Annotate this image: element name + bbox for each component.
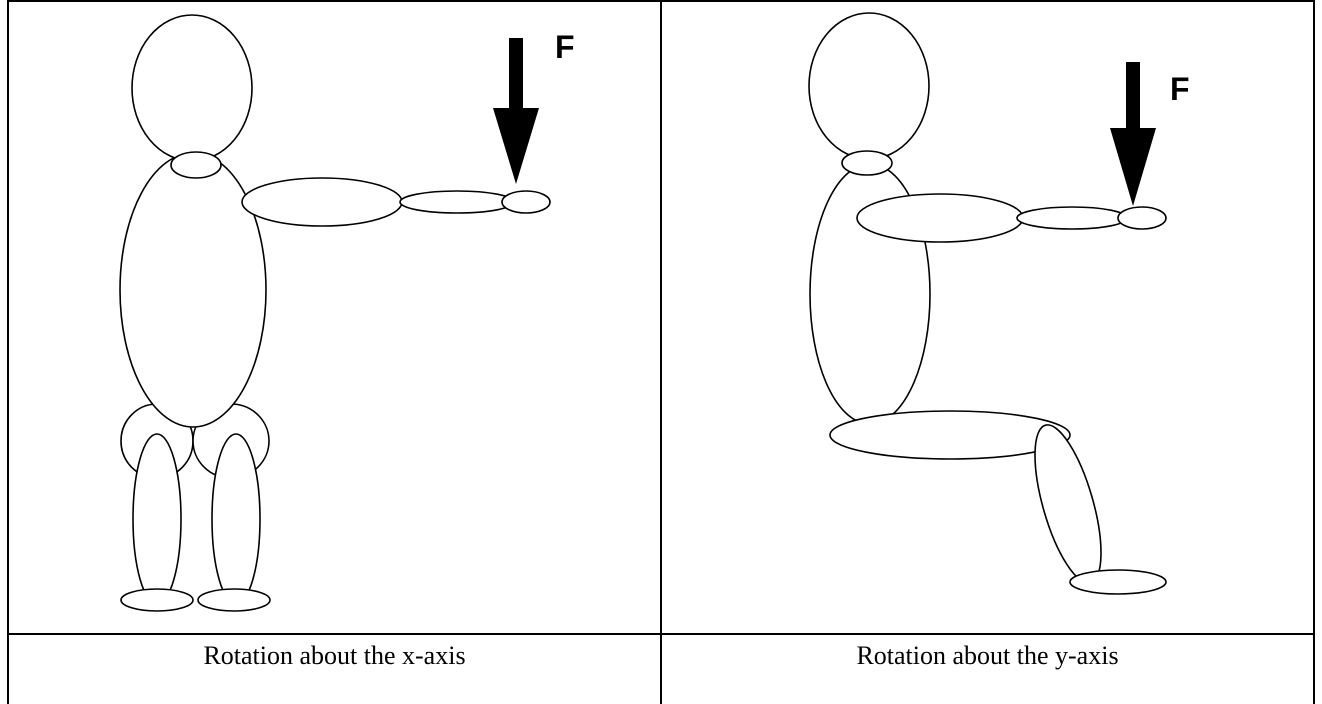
table-border-top	[7, 0, 1315, 2]
head-shape	[131, 14, 253, 162]
neck-shape	[170, 151, 222, 179]
table-row-divider	[7, 633, 1315, 635]
upper-arm-shape	[856, 193, 1024, 243]
head-shape	[808, 12, 930, 160]
left-foot-shape	[120, 588, 194, 612]
seated-figure-illustration: F	[808, 12, 1190, 595]
foot-shape	[1069, 569, 1167, 595]
torso-shape	[119, 152, 267, 428]
force-arrow	[1110, 62, 1156, 206]
table-border-middle	[660, 0, 662, 704]
standing-figure-panel: F	[9, 2, 660, 633]
thigh-shape	[829, 410, 1071, 460]
force-label: F	[555, 29, 575, 65]
caption-y-axis: Rotation about the y-axis	[856, 641, 1119, 670]
force-arrow	[493, 38, 539, 184]
forearm-shape	[1016, 206, 1128, 230]
standing-figure-illustration: F	[119, 14, 575, 612]
seated-figure-panel: F	[662, 2, 1313, 633]
table-border-right	[1313, 0, 1315, 704]
hand-shape	[501, 190, 551, 214]
shin-shape	[1034, 424, 1102, 584]
left-shin-shape	[132, 433, 182, 605]
table-border-left	[7, 0, 9, 704]
force-label: F	[1170, 71, 1190, 107]
right-shin-shape	[211, 433, 261, 605]
forearm-shape	[399, 190, 515, 214]
upper-arm-shape	[241, 177, 403, 227]
neck-shape	[841, 150, 893, 176]
right-foot-shape	[197, 588, 271, 612]
hand-shape	[1117, 206, 1167, 230]
caption-x-axis: Rotation about the x-axis	[203, 641, 466, 670]
